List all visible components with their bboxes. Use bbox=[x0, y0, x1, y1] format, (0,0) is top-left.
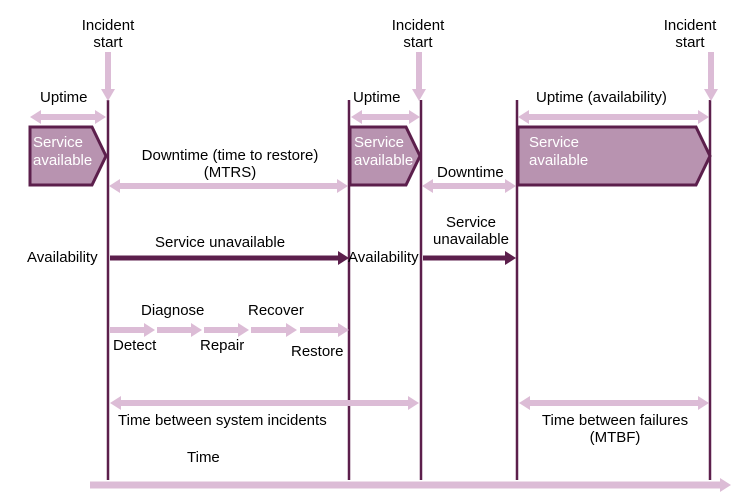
downtime-mtrs-arrow-head-left bbox=[109, 179, 120, 193]
downtime-label: Downtime bbox=[437, 164, 504, 181]
step-detect-label: Detect bbox=[113, 337, 157, 354]
incident-start-arrow-1-head bbox=[101, 89, 115, 101]
downtime-arrow-head-left bbox=[422, 179, 433, 193]
uptime-availability-arrow-head-right bbox=[698, 110, 709, 124]
time-between-system-incidents-arrow-head-right bbox=[408, 396, 419, 410]
incident-start-arrow-2-head bbox=[412, 89, 426, 101]
uptime-arrow-1-head-left bbox=[30, 110, 41, 124]
service-unavailable-label-1: Service unavailable bbox=[155, 234, 286, 251]
step-diagnose-arrow-head bbox=[191, 323, 202, 337]
availability-label-1: Availability bbox=[27, 249, 98, 266]
step-repair-arrow-head bbox=[238, 323, 249, 337]
availability-label-2: Availability bbox=[348, 249, 419, 266]
downtime-mtrs-label: Downtime (time to restore)(MTRS) bbox=[141, 147, 319, 181]
step-restore-arrow-head bbox=[338, 323, 349, 337]
incident-start-arrow-3-head bbox=[704, 89, 718, 101]
time-axis-label: Time bbox=[187, 449, 220, 466]
uptime-arrow-2-head-left bbox=[351, 110, 362, 124]
time-axis-arrow-head bbox=[720, 478, 731, 492]
service-unavailable-arrow-2-head bbox=[505, 251, 516, 265]
service-available-arrow-2 bbox=[348, 125, 422, 187]
mtbf-label: Time between failures(MTBF) bbox=[541, 412, 689, 446]
step-recover-label: Recover bbox=[248, 302, 304, 319]
mtbf-arrow-head-left bbox=[519, 396, 530, 410]
uptime-availability-arrow-head-left bbox=[518, 110, 529, 124]
step-detect-arrow-head bbox=[144, 323, 155, 337]
service-available-arrow-1 bbox=[28, 125, 108, 187]
service-unavailable-arrow-1-head bbox=[338, 251, 349, 265]
uptime-availability-label: Uptime (availability) bbox=[536, 89, 667, 106]
mtbf-arrow-head-right bbox=[698, 396, 709, 410]
service-available-arrow-3 bbox=[516, 125, 712, 187]
uptime-arrow-1-head-right bbox=[95, 110, 106, 124]
time-between-system-incidents-label: Time between system incidents bbox=[118, 412, 327, 429]
step-restore-label: Restore bbox=[291, 343, 344, 360]
uptime-arrow-2-head-right bbox=[409, 110, 420, 124]
uptime-label-1: Uptime bbox=[40, 89, 88, 106]
downtime-arrow-head-right bbox=[505, 179, 516, 193]
step-diagnose-label: Diagnose bbox=[141, 302, 205, 319]
step-recover-arrow-head bbox=[286, 323, 297, 337]
step-repair-label: Repair bbox=[200, 337, 245, 354]
downtime-mtrs-arrow-head-right bbox=[337, 179, 348, 193]
uptime-label-2: Uptime bbox=[353, 89, 401, 106]
time-between-system-incidents-arrow-head-left bbox=[110, 396, 121, 410]
